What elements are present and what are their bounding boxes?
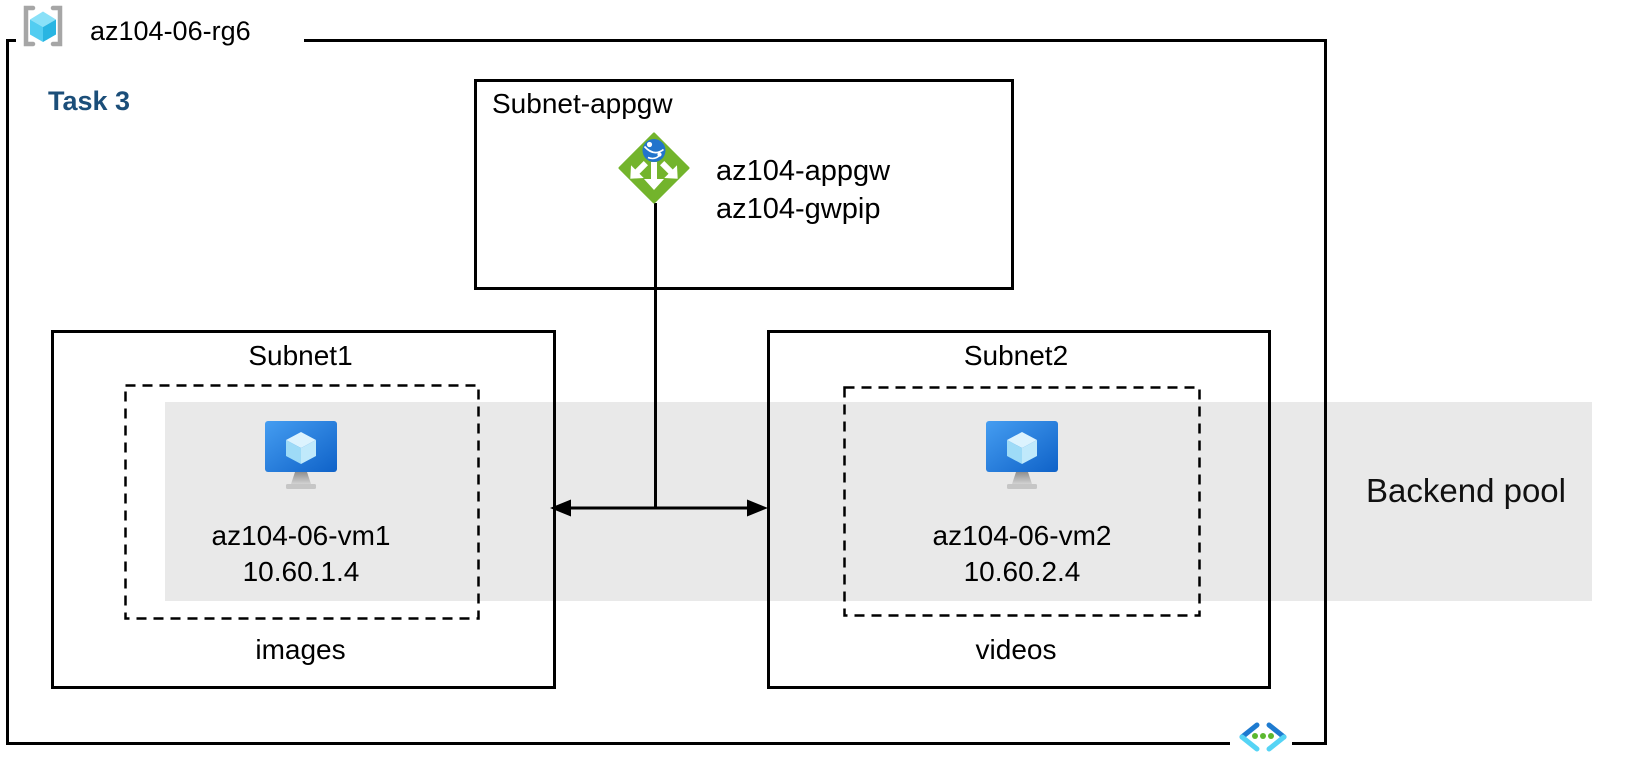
backend-pool-band — [165, 402, 1592, 601]
application-gateway-icon — [618, 132, 690, 209]
vm1-info: az104-06-vm1 10.60.1.4 — [121, 518, 481, 590]
appgw-to-subnets-connector — [654, 203, 657, 509]
resource-group-icon — [20, 4, 66, 53]
resource-group-border-gap — [16, 35, 304, 46]
virtual-machine-icon — [982, 421, 1062, 496]
subnet1-title: Subnet1 — [248, 340, 353, 371]
subnet1-subnet2-double-arrow — [550, 499, 768, 517]
vm2-ip: 10.60.2.4 — [963, 556, 1081, 587]
resource-group-box — [6, 39, 1327, 745]
vm1-name: az104-06-vm1 — [211, 520, 391, 551]
subnet2-storage-label: videos — [975, 634, 1057, 665]
vm2-name: az104-06-vm2 — [932, 520, 1112, 551]
appgw-resource-names: az104-appgw az104-gwpip — [716, 152, 890, 228]
virtual-network-icon — [1237, 722, 1289, 757]
appgw-public-ip-name: az104-gwpip — [716, 193, 881, 225]
subnet2-title: Subnet2 — [963, 340, 1069, 371]
vm1-ip: 10.60.1.4 — [242, 556, 360, 587]
backend-pool-label: Backend pool — [1366, 472, 1566, 509]
resource-group-name: az104-06-rg6 — [90, 16, 251, 46]
subnet1-dashed-group — [124, 384, 480, 620]
virtual-machine-icon — [261, 421, 341, 496]
task-label: Task 3 — [48, 86, 131, 116]
subnet2-dashed-group — [843, 386, 1201, 617]
appgw-subnet-title: Subnet-appgw — [492, 88, 673, 119]
appgw-gateway-name: az104-appgw — [716, 155, 891, 187]
appgw-subnet-box — [474, 79, 1014, 290]
subnet1-storage-label: images — [255, 634, 346, 665]
vm2-info: az104-06-vm2 10.60.2.4 — [842, 518, 1202, 590]
subnet2-box — [767, 330, 1271, 689]
